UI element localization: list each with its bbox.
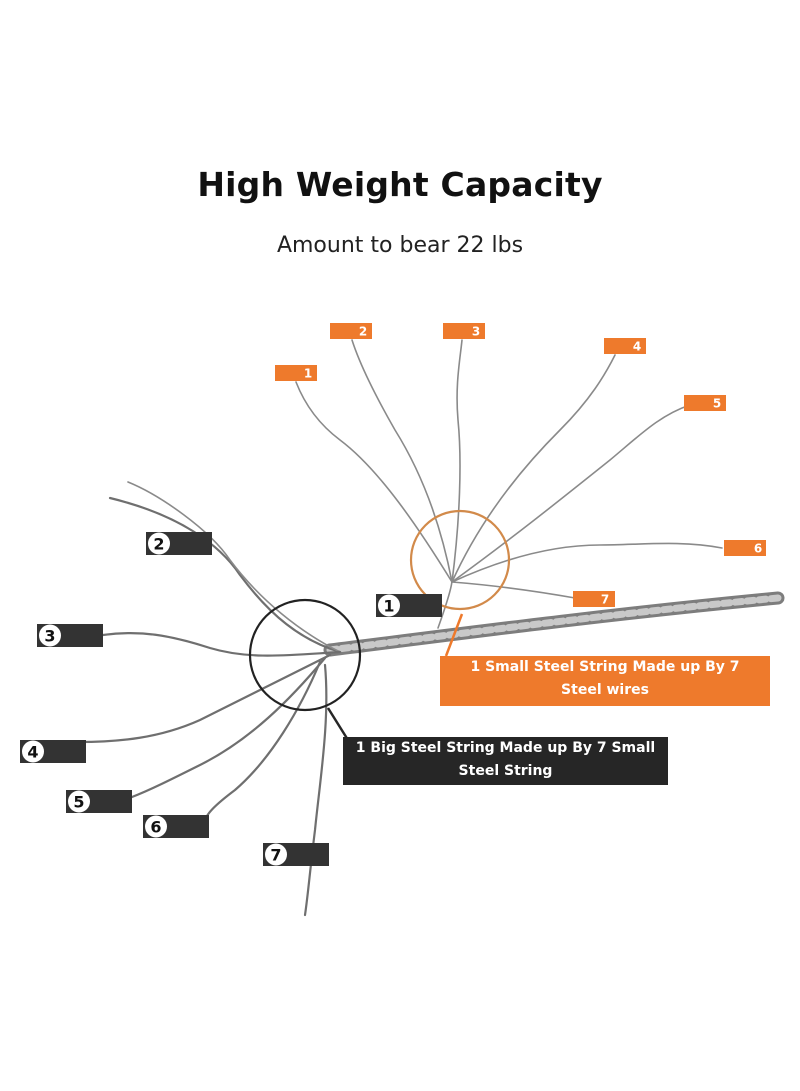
small-string-pointer: [444, 613, 464, 657]
svg-text:7: 7: [270, 846, 281, 865]
orange-label-7: 7: [573, 591, 615, 607]
orange-label-3: 3: [443, 323, 485, 339]
svg-text:3: 3: [44, 627, 55, 646]
small-string-callout: 1 Small Steel String Made up By 7 Steel …: [440, 656, 770, 706]
svg-text:6: 6: [150, 818, 161, 837]
dark-label-5: 5: [66, 790, 132, 813]
svg-text:3: 3: [472, 325, 480, 339]
page-title: High Weight Capacity: [197, 165, 603, 204]
svg-text:2: 2: [153, 535, 164, 554]
svg-text:5: 5: [713, 397, 721, 411]
dark-label-4: 4: [20, 740, 86, 763]
svg-text:1: 1: [304, 367, 312, 381]
svg-text:2: 2: [359, 325, 367, 339]
page-subtitle: Amount to bear 22 lbs: [276, 233, 524, 258]
svg-text:4: 4: [633, 340, 641, 354]
dark-label-3: 3: [37, 624, 103, 647]
svg-text:6: 6: [754, 542, 762, 556]
big-string-callout-line2: Steel String: [458, 763, 553, 779]
dark-label-1: 1: [376, 594, 442, 617]
dark-label-7: 7: [263, 843, 329, 866]
svg-text:5: 5: [73, 793, 84, 812]
small-string-callout-line2: Steel wires: [561, 682, 649, 698]
svg-text:4: 4: [27, 743, 38, 762]
big-string-callout-line1: 1 Big Steel String Made up By 7 Small: [355, 740, 656, 756]
big-string-highlight-circle: [248, 598, 362, 712]
svg-text:1: 1: [383, 597, 394, 616]
big-string-strands: [76, 481, 342, 917]
big-string-callout: 1 Big Steel String Made up By 7 Small St…: [343, 737, 668, 785]
orange-label-1: 1: [275, 365, 317, 381]
orange-label-6: 6: [724, 540, 766, 556]
big-string-pointer: [326, 707, 350, 741]
orange-label-4: 4: [604, 338, 646, 354]
dark-label-6: 6: [143, 815, 209, 838]
svg-text:7: 7: [601, 593, 609, 607]
orange-label-5: 5: [684, 395, 726, 411]
small-string-wires: [295, 339, 723, 629]
steel-cable: [323, 591, 785, 657]
orange-label-2: 2: [330, 323, 372, 339]
dark-label-2: 2: [146, 532, 212, 555]
small-string-highlight-circle: [409, 509, 511, 611]
small-string-callout-line1: 1 Small Steel String Made up By 7: [470, 659, 740, 675]
